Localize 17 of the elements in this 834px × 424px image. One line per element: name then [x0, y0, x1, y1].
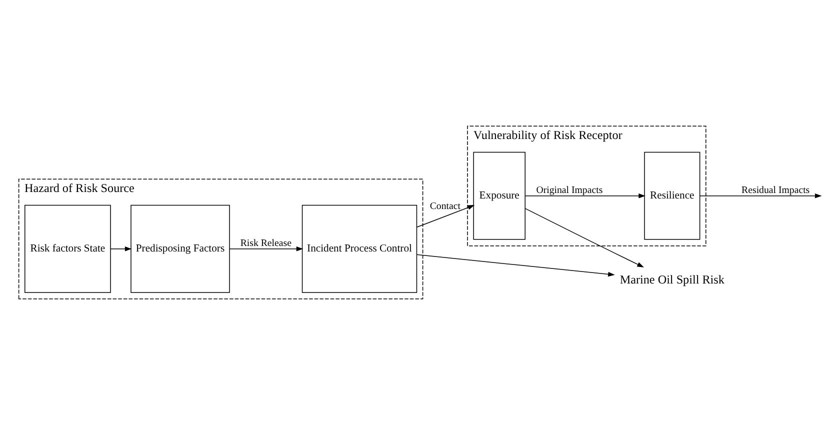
- edge-label: Residual Impacts: [742, 184, 810, 196]
- node-box: Predisposing Factors: [130, 204, 230, 292]
- node-box: Risk factors State: [24, 204, 111, 292]
- arrow: [416, 254, 615, 276]
- arrow: [524, 208, 644, 267]
- arrow: [700, 192, 822, 198]
- arrow: [110, 246, 132, 251]
- arrow: [525, 192, 646, 198]
- edge-label: Contact: [430, 200, 460, 212]
- edge-label: Risk Release: [240, 238, 292, 249]
- arrow: [416, 204, 475, 228]
- node-box: Incident Process Control: [302, 204, 418, 292]
- edge-label: Original Impacts: [536, 184, 603, 196]
- arrow: [229, 246, 304, 251]
- node-box: Resilience: [644, 151, 700, 240]
- node-box: Exposure: [473, 151, 526, 240]
- node-text: Marine Oil Spill Risk: [620, 272, 724, 286]
